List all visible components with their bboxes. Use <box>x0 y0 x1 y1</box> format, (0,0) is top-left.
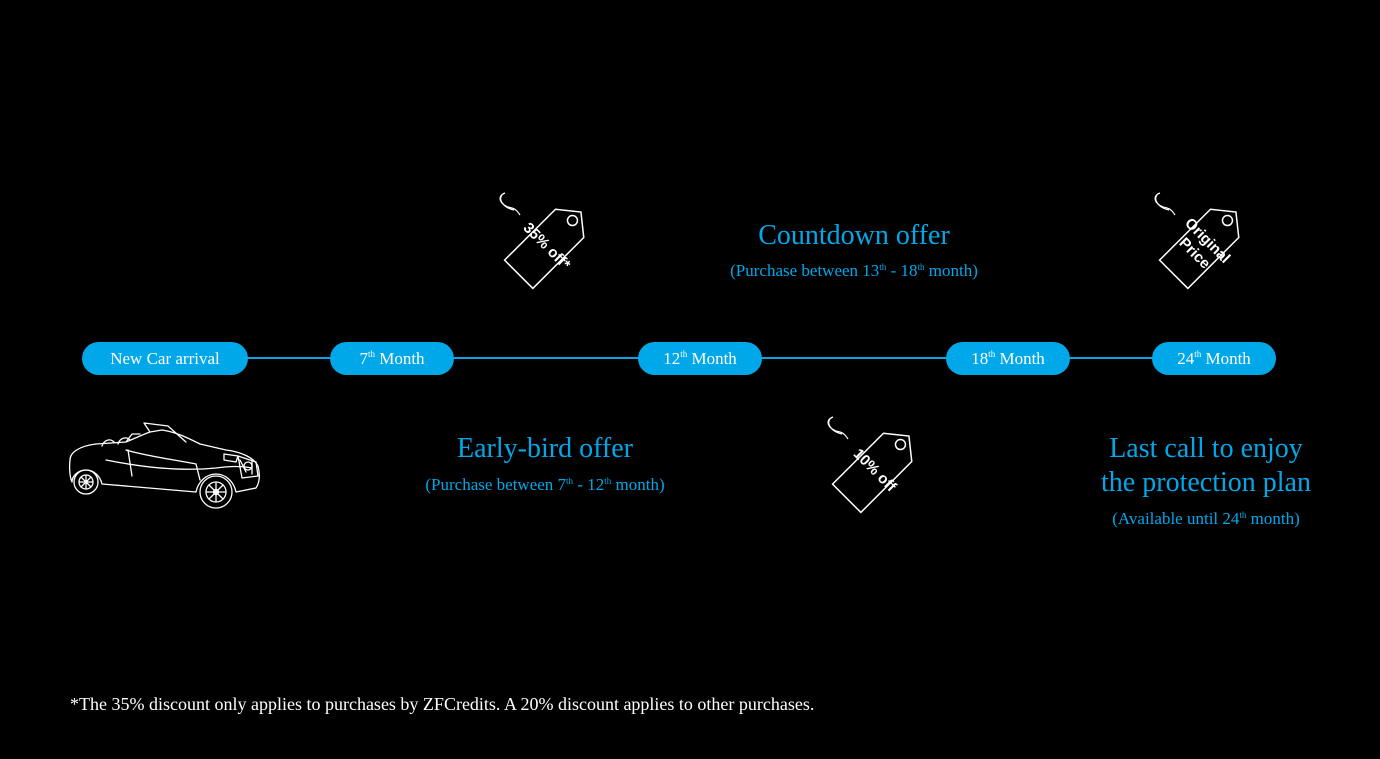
milestone-24th-month: 24th Month <box>1152 342 1276 375</box>
subtitle-part: (Purchase between 7 <box>425 475 567 494</box>
milestone-number: 24 <box>1177 349 1195 368</box>
last-call-subtitle: (Available until 24th month) <box>1066 509 1346 529</box>
milestone-unit: Month <box>687 349 737 368</box>
subtitle-ordinal: th <box>604 476 612 486</box>
subtitle-ordinal: th <box>1239 510 1247 520</box>
subtitle-ordinal: th <box>879 262 887 272</box>
early-bird-offer-subtitle: (Purchase between 7th - 12th month) <box>385 475 705 495</box>
milestone-new-car-arrival: New Car arrival <box>82 342 248 375</box>
subtitle-part: (Available until 24 <box>1112 509 1240 528</box>
milestone-12th-month: 12th Month <box>638 342 762 375</box>
price-tag-35-off-icon: 35% off* <box>499 192 585 290</box>
milestone-unit: Month <box>1201 349 1251 368</box>
last-call-title-line1: Last call to enjoy <box>1109 433 1303 464</box>
subtitle-part: month) <box>1246 509 1300 528</box>
subtitle-part: month) <box>611 475 665 494</box>
milestone-18th-month: 18th Month <box>946 342 1070 375</box>
countdown-offer-subtitle: (Purchase between 13th - 18th month) <box>694 261 1014 281</box>
milestone-label: New Car arrival <box>110 349 220 368</box>
milestone-ordinal: th <box>1194 349 1202 359</box>
convertible-car-icon <box>68 422 260 509</box>
milestone-unit: Month <box>374 349 425 368</box>
milestone-ordinal: th <box>367 349 375 359</box>
milestone-ordinal: th <box>680 349 688 359</box>
subtitle-part: - 12 <box>573 475 605 494</box>
subtitle-part: - 18 <box>886 261 918 280</box>
milestone-number: 18 <box>971 349 989 368</box>
milestone-number: 12 <box>663 349 681 368</box>
subtitle-ordinal: th <box>566 476 574 486</box>
last-call-title: Last call to enjoy the protection plan <box>1066 432 1346 500</box>
early-bird-offer-title: Early-bird offer <box>457 433 633 464</box>
discount-footnote: *The 35% discount only applies to purcha… <box>70 694 815 714</box>
milestone-7th-month: 7th Month <box>330 342 454 375</box>
price-tag-10-off-icon: 10% off <box>827 416 913 514</box>
subtitle-part: (Purchase between 13 <box>730 261 880 280</box>
subtitle-part: month) <box>924 261 978 280</box>
subtitle-ordinal: th <box>917 262 925 272</box>
countdown-offer-title: Countdown offer <box>758 220 950 251</box>
price-tag-original-price-icon: Original Price <box>1154 192 1240 290</box>
last-call-title-line2: the protection plan <box>1101 467 1311 498</box>
milestone-number: 7 <box>359 349 368 368</box>
milestone-ordinal: th <box>988 349 996 359</box>
milestone-unit: Month <box>995 349 1045 368</box>
